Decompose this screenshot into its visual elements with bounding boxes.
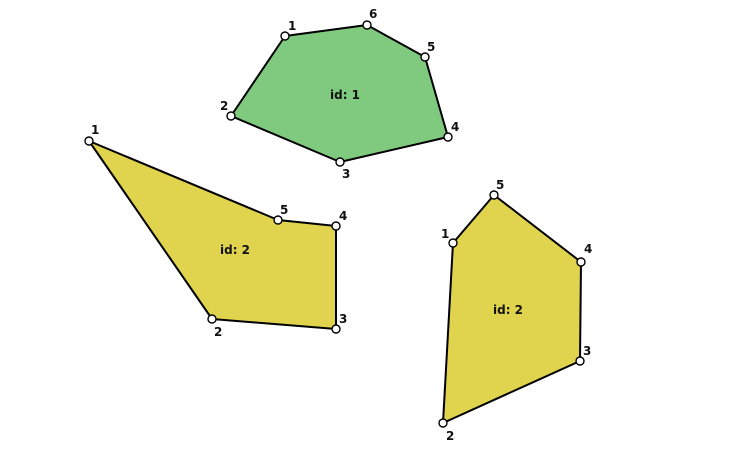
polygon-3-vertex-labels: 1 5 4 3 2 [441, 178, 592, 443]
polygon-1-vertex-2[interactable] [226, 111, 236, 121]
polygon-1-vertices [226, 20, 453, 167]
polygon-3-vertex-1[interactable] [448, 238, 458, 248]
polygon-2: id: 2 1 5 4 3 2 [84, 123, 347, 339]
polygon-3-vertex-3[interactable] [575, 356, 585, 366]
polygon-1-vertex-6[interactable] [362, 20, 372, 30]
polygon-3-vertex-label-5: 5 [496, 178, 504, 192]
polygon-2-vertex-label-2: 2 [214, 325, 222, 339]
polygon-2-vertex-1[interactable] [84, 136, 94, 146]
polygon-2-label: id: 2 [220, 243, 250, 257]
polygon-1-vertex-label-2: 2 [220, 99, 228, 113]
polygon-1-vertex-5[interactable] [420, 52, 430, 62]
polygon-2-vertex-label-3: 3 [339, 312, 347, 326]
polygon-3-vertex-label-1: 1 [441, 227, 449, 241]
polygon-3: id: 2 1 5 4 3 2 [438, 178, 592, 443]
polygon-2-vertex-labels: 1 5 4 3 2 [91, 123, 347, 339]
polygon-3-label: id: 2 [493, 303, 523, 317]
polygon-1: id: 1 1 6 5 4 3 2 [220, 7, 459, 181]
polygon-1-vertex-4[interactable] [443, 132, 453, 142]
polygon-3-vertex-4[interactable] [576, 257, 586, 267]
polygon-3-vertex-5[interactable] [489, 190, 499, 200]
polygon-1-label: id: 1 [330, 88, 360, 102]
polygon-3-shape[interactable] [442, 194, 582, 424]
polygon-2-vertex-5[interactable] [273, 215, 283, 225]
polygon-3-vertex-2[interactable] [438, 418, 448, 428]
polygon-1-vertex-3[interactable] [335, 157, 345, 167]
polygon-2-vertices [84, 136, 341, 334]
polygon-2-vertex-label-5: 5 [280, 203, 288, 217]
polygon-3-vertex-label-3: 3 [583, 344, 591, 358]
polygon-2-shape[interactable] [88, 140, 337, 330]
polygon-2-vertex-4[interactable] [331, 221, 341, 231]
polygon-3-vertex-label-4: 4 [584, 242, 592, 256]
polygon-1-vertex-label-1: 1 [288, 19, 296, 33]
polygon-2-vertex-3[interactable] [331, 324, 341, 334]
polygon-2-vertex-label-1: 1 [91, 123, 99, 137]
polygon-2-vertex-label-4: 4 [339, 209, 347, 223]
polygon-3-vertex-label-2: 2 [446, 429, 454, 443]
polygon-2-vertex-2[interactable] [207, 314, 217, 324]
polygon-3-vertices [438, 190, 586, 428]
polygon-1-vertex-label-3: 3 [342, 167, 350, 181]
polygon-1-vertex-label-6: 6 [369, 7, 377, 21]
polygon-1-vertex-label-5: 5 [427, 40, 435, 54]
polygon-1-vertex-label-4: 4 [451, 120, 459, 134]
polygon-1-vertex-labels: 1 6 5 4 3 2 [220, 7, 459, 181]
polygon-1-vertex-1[interactable] [280, 31, 290, 41]
